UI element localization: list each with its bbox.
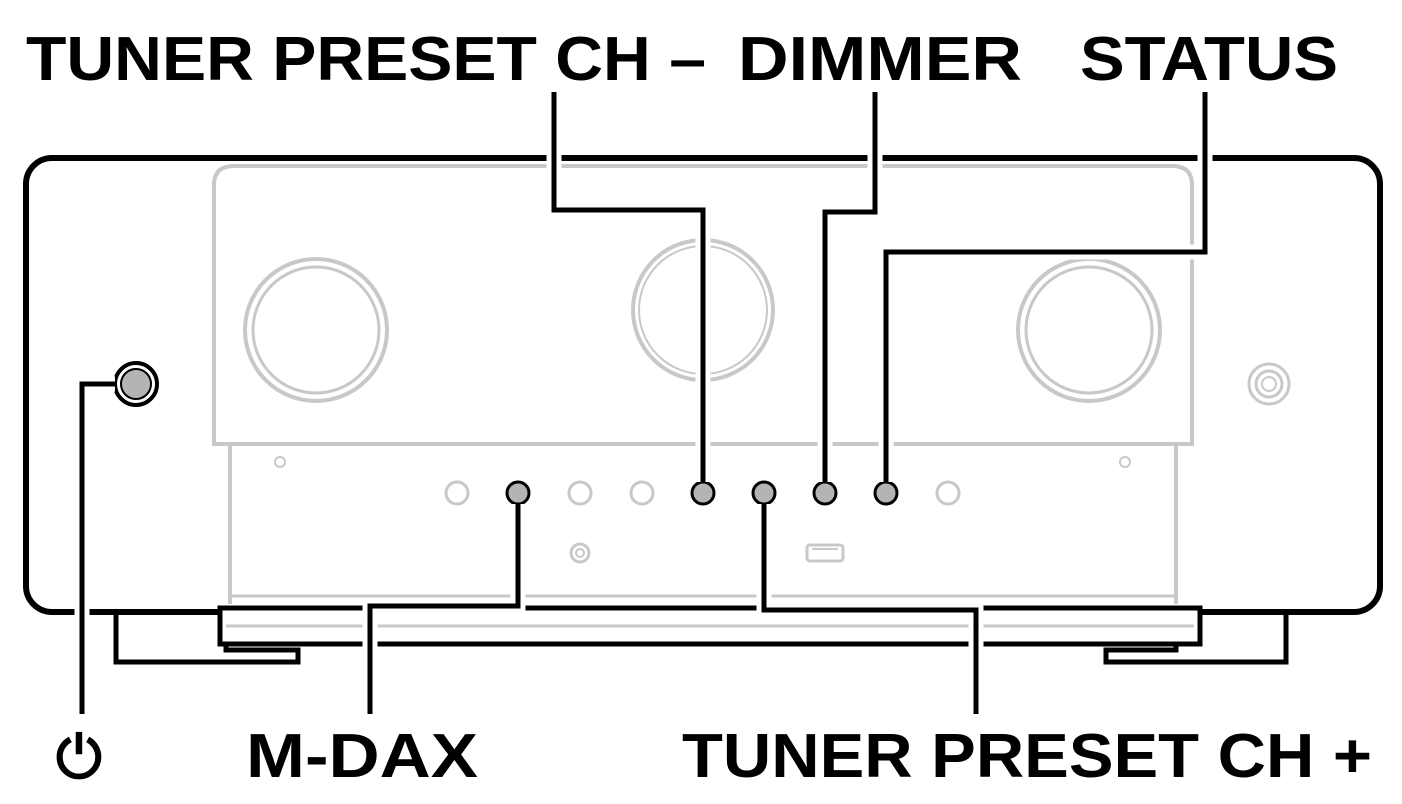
bottom-labels: ⏻ M-DAX TUNER PRESET CH + <box>56 722 1372 791</box>
phones-jack-icon <box>1247 362 1291 406</box>
power-button[interactable] <box>113 361 159 407</box>
indicator-led-left <box>274 456 286 468</box>
tuner-preset-plus-button[interactable] <box>751 480 777 506</box>
top-labels: TUNER PRESET CH – DIMMER STATUS <box>26 25 1338 94</box>
label-dimmer: DIMMER <box>738 25 1022 94</box>
panel-button-3[interactable] <box>567 480 593 506</box>
panel-button-1[interactable] <box>444 480 470 506</box>
indicator-led-right <box>1119 456 1131 468</box>
label-tuner-preset-ch-plus: TUNER PRESET CH + <box>682 722 1372 791</box>
label-tuner-preset-ch-minus: TUNER PRESET CH – <box>26 25 706 94</box>
panel-button-4[interactable] <box>629 480 655 506</box>
mdax-button[interactable] <box>505 480 531 506</box>
input-selector-knob[interactable] <box>243 257 389 403</box>
status-button[interactable] <box>873 480 899 506</box>
usb-port-icon <box>805 543 845 563</box>
tuner-preset-minus-button[interactable] <box>690 480 716 506</box>
dimmer-button[interactable] <box>812 480 838 506</box>
lower-control-panel <box>214 442 1192 604</box>
label-status: STATUS <box>1080 25 1338 94</box>
headphone-jack-icon <box>569 542 591 564</box>
power-icon: ⏻ <box>56 725 102 790</box>
leader-lines <box>74 92 1213 714</box>
label-mdax: M-DAX <box>246 722 478 791</box>
panel-button-9[interactable] <box>935 480 961 506</box>
